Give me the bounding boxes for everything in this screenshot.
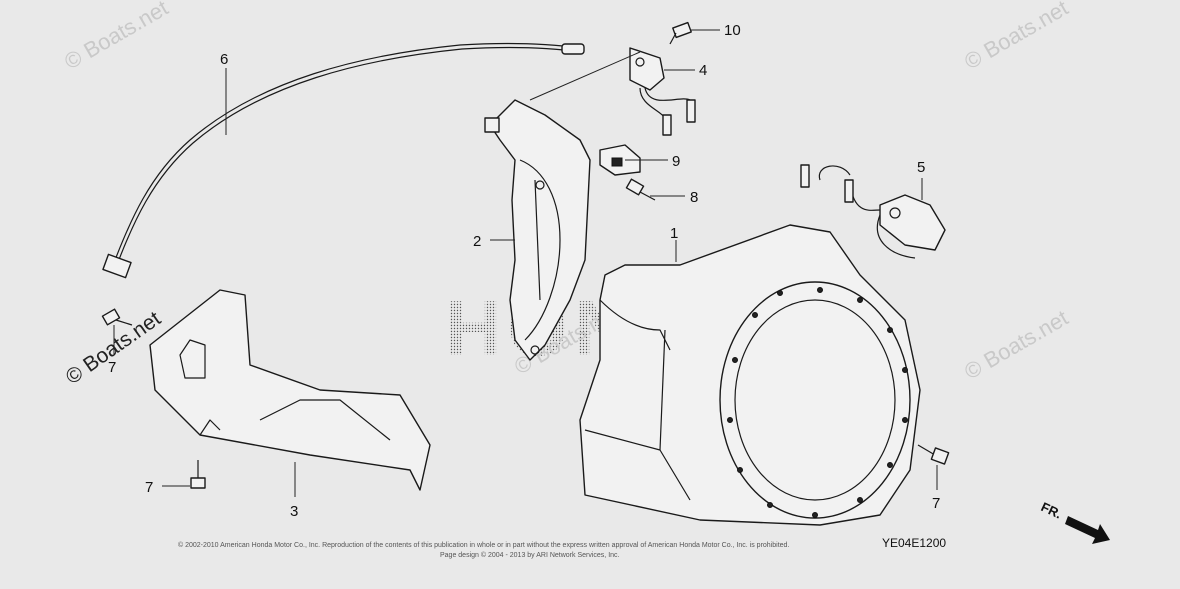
copyright-line-2: Page design © 2004 - 2013 by ARI Network… <box>440 551 620 559</box>
part-2-shroud <box>484 99 591 361</box>
part-1-fan-cover <box>579 224 921 526</box>
front-direction-indicator: FR. <box>1039 499 1110 544</box>
callout-8: 8 <box>690 189 698 206</box>
callout-9: 9 <box>672 153 680 170</box>
bolt-holes <box>727 287 908 518</box>
watermark-top-left: © Boats.net <box>60 0 172 74</box>
callout-1: 1 <box>670 225 678 242</box>
callout-10: 10 <box>724 22 741 39</box>
callout-2: 2 <box>473 233 481 250</box>
copyright-line-1: © 2002-2010 American Honda Motor Co., In… <box>178 541 789 549</box>
leader-lines <box>113 29 938 497</box>
diagram-code: YE04E1200 <box>882 536 946 550</box>
part-8-bolt <box>625 178 656 201</box>
callout-6: 6 <box>220 51 228 68</box>
part-7-bolt-b <box>190 460 206 489</box>
part-10-bolt <box>669 21 692 45</box>
callout-7-right: 7 <box>932 495 940 512</box>
front-arrow-icon <box>1065 516 1110 544</box>
callout-4: 4 <box>699 62 707 79</box>
callout-5: 5 <box>917 159 925 176</box>
front-label: FR. <box>1039 499 1064 521</box>
callout-7-bottom: 7 <box>145 479 153 496</box>
part-3-plate <box>149 289 431 491</box>
watermark-mid-right: © Boats.net <box>960 305 1072 384</box>
callout-3: 3 <box>290 503 298 520</box>
callout-7-left: 7 <box>108 359 116 376</box>
part-5-sensor <box>800 164 946 259</box>
watermark-top-right: © Boats.net <box>960 0 1072 74</box>
part-4-switch <box>629 47 696 136</box>
part-7-bolt-a <box>101 308 133 326</box>
part-7-bolt-c <box>917 444 950 465</box>
part-9-clip <box>599 144 641 176</box>
part-6-cable <box>102 42 585 279</box>
